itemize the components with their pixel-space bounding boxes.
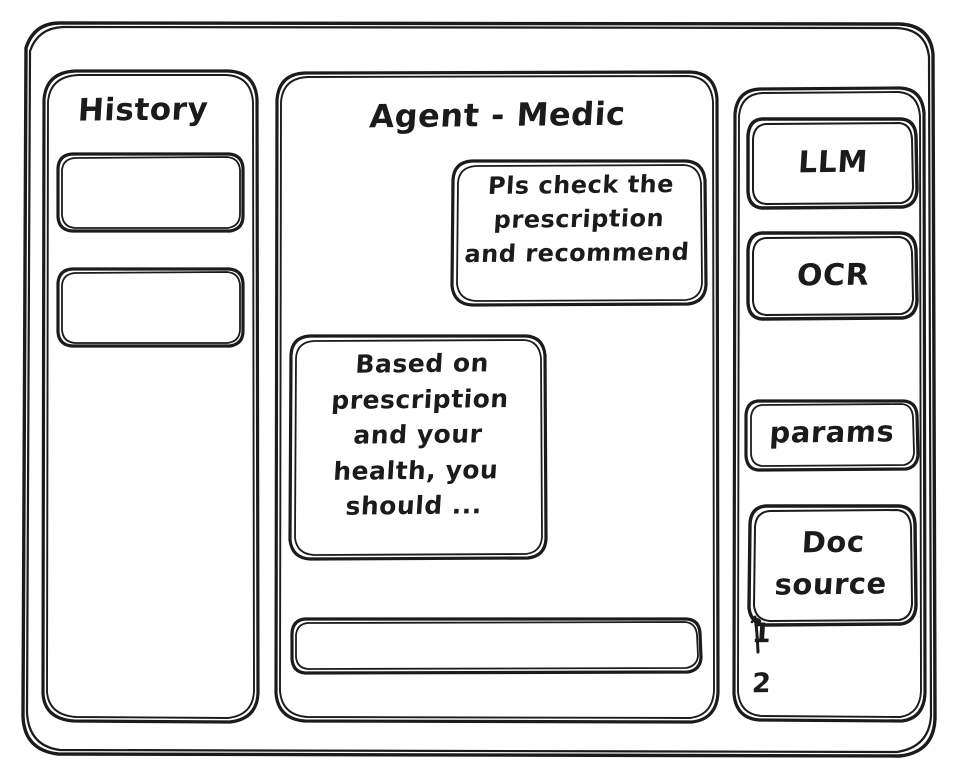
user-message-bubble[interactable] [450, 159, 708, 307]
user-message-text: Pls check the prescription and recommend [463, 170, 691, 269]
agent-message-text: Based on prescription and your health, y… [330, 348, 510, 521]
doc-source-button[interactable] [747, 504, 918, 627]
agent-panel [274, 70, 720, 724]
ocr-button-label: OCR [795, 257, 871, 294]
doc-source-ref-1[interactable]: 1 [751, 618, 773, 650]
history-panel-title: History [76, 91, 210, 129]
doc-source-button-label: Doc source [773, 524, 888, 602]
agent-message-bubble[interactable] [288, 334, 548, 561]
params-button[interactable] [744, 399, 920, 472]
history-panel [41, 69, 260, 724]
ocr-button[interactable] [746, 231, 919, 321]
history-item-2[interactable] [56, 267, 245, 348]
agent-panel-title: Agent - Medic [368, 94, 627, 136]
llm-button[interactable] [746, 117, 919, 210]
doc-source-connector-icon [750, 615, 762, 654]
llm-button-label: LLM [797, 144, 869, 181]
chat-input-box[interactable] [290, 617, 703, 675]
window-frame [21, 21, 937, 758]
history-item-1[interactable] [56, 152, 245, 233]
params-button-label: params [768, 414, 896, 450]
tools-panel [732, 86, 927, 723]
doc-source-ref-2[interactable]: 2 [751, 668, 773, 700]
